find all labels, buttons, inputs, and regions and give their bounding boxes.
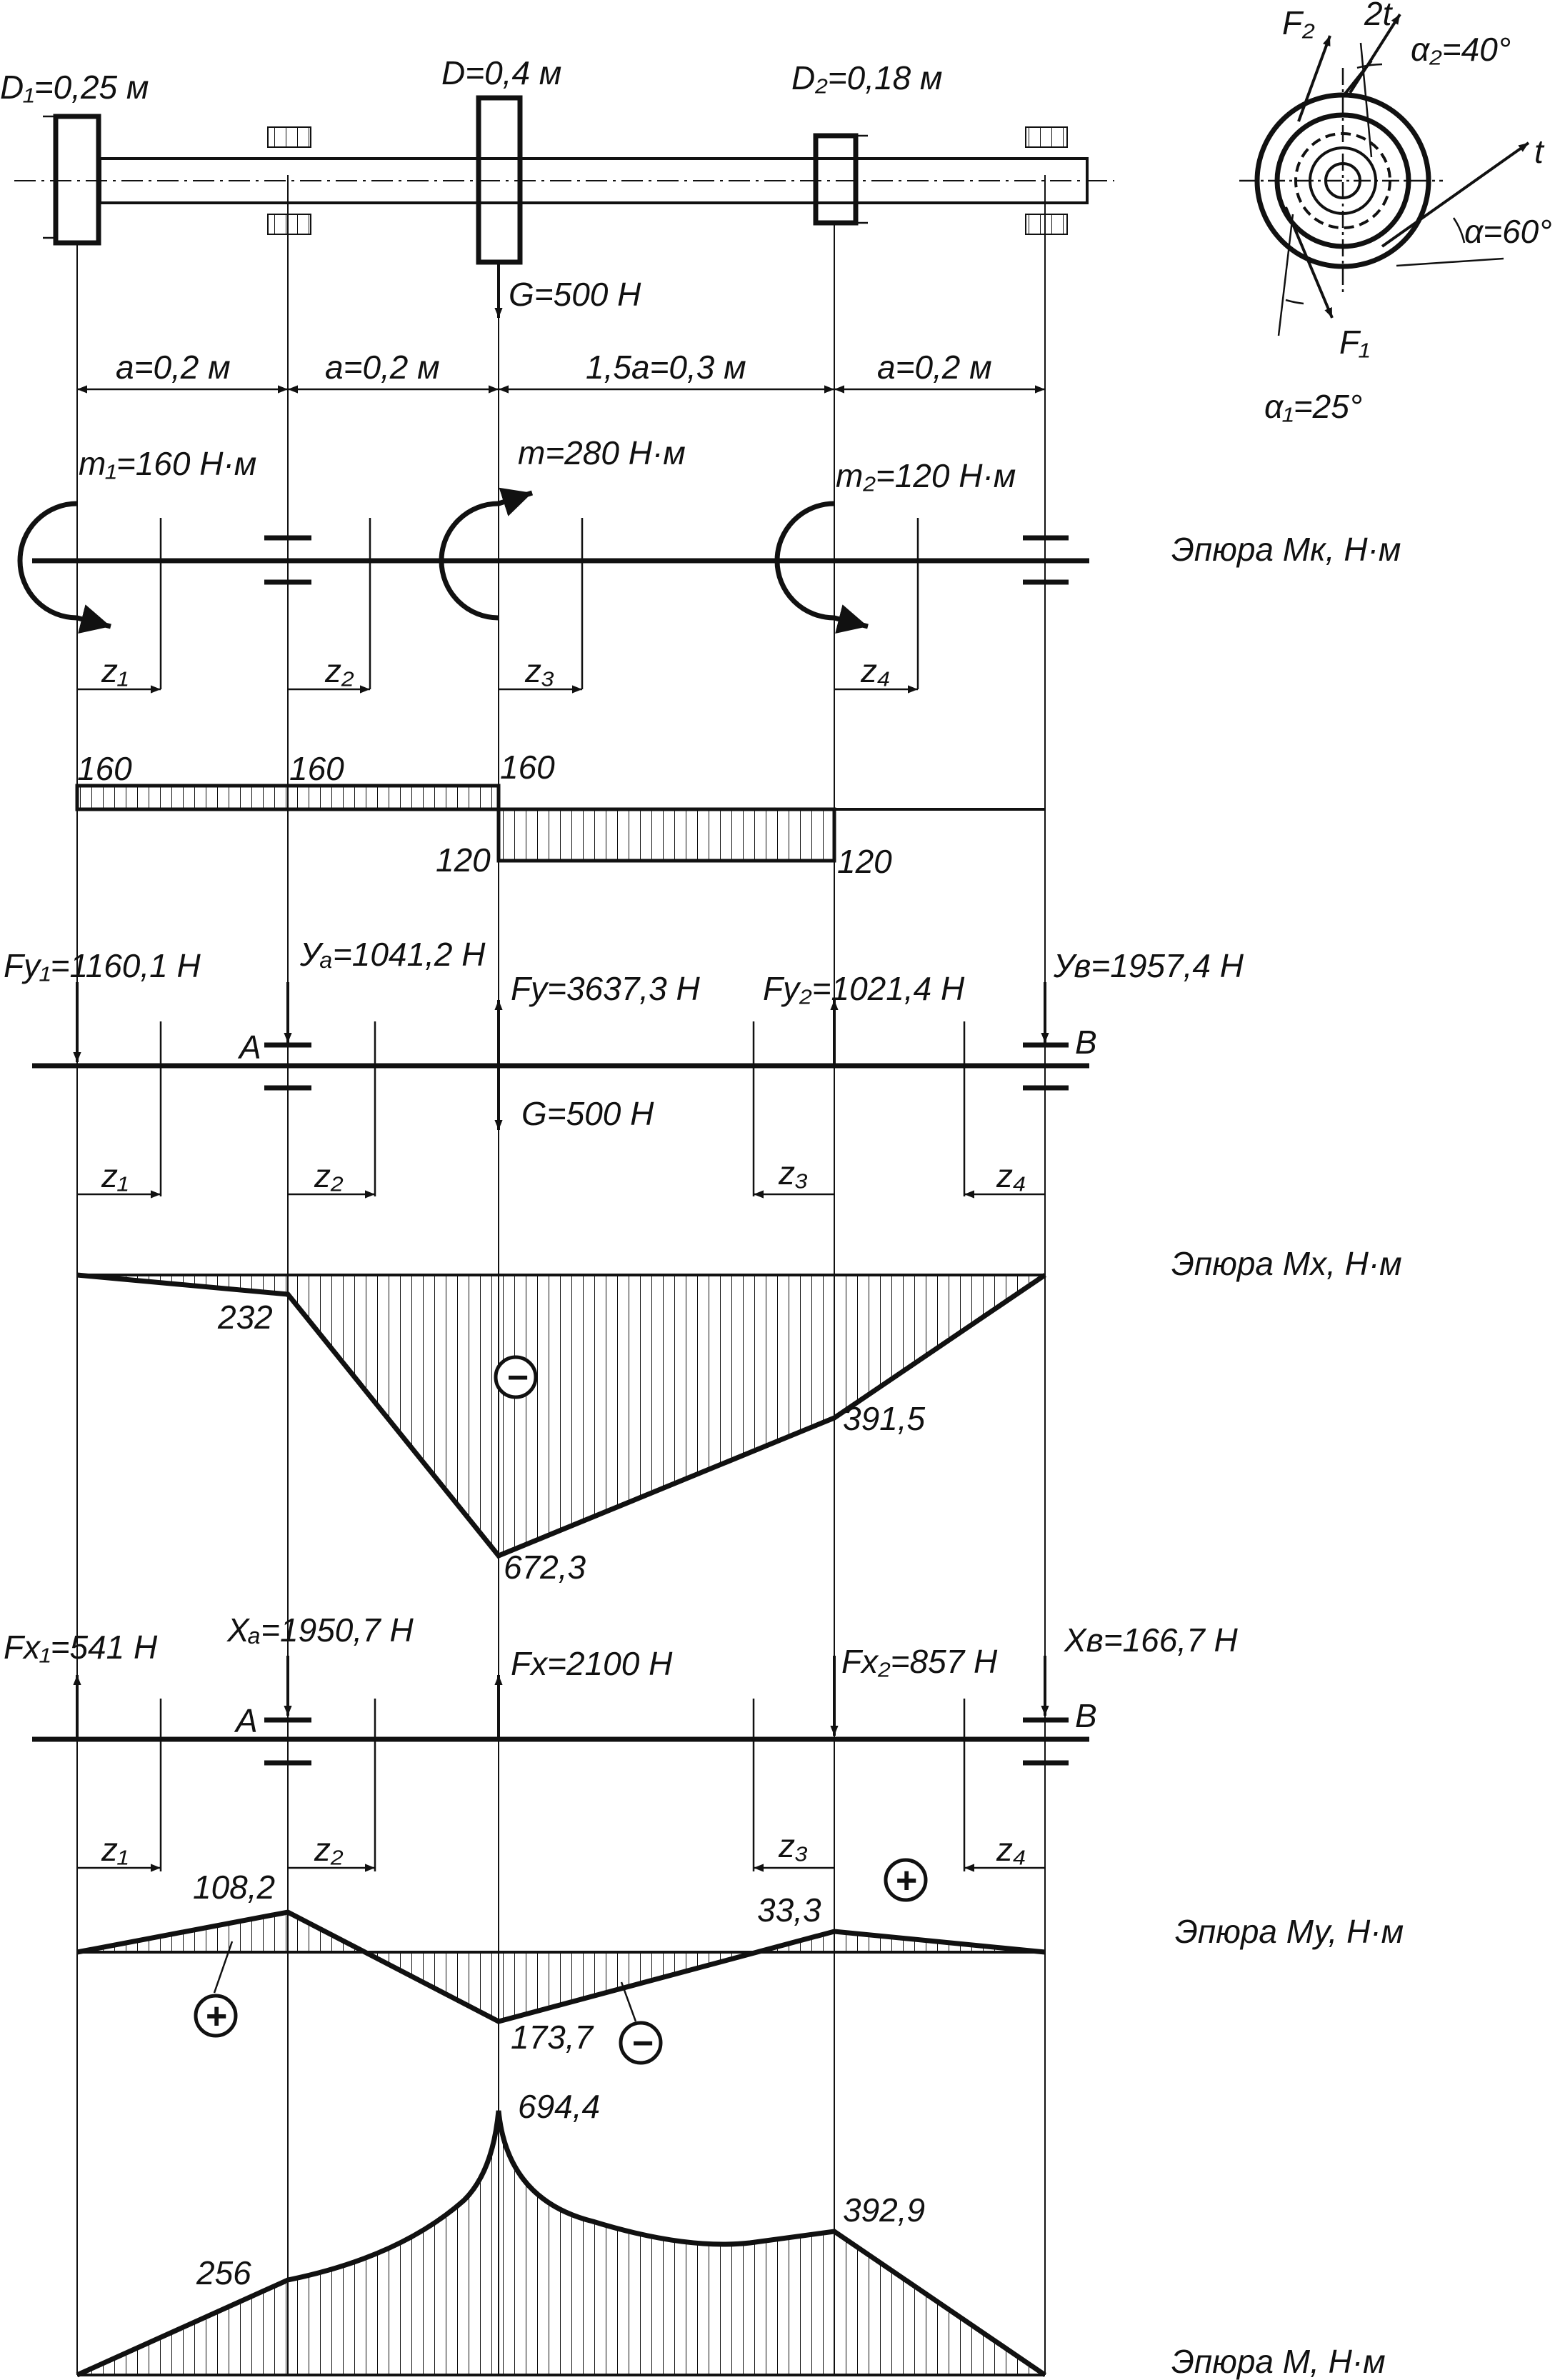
t-label: t [1534, 133, 1545, 170]
two-t-label: 2t [1364, 0, 1394, 32]
vertical-loading: Fy₁=1160,1 Н Уₐ=1041,2 Н Fy=3637,3 Н Fy₂… [4, 936, 1244, 1199]
xb-label: Xв=166,7 Н [1064, 1621, 1238, 1659]
vertical-z2: z₂ [314, 1157, 344, 1194]
m1-label: m₁=160 Н·м [79, 445, 256, 482]
gravity-label: G=500 Н [509, 276, 641, 313]
m-total-value-d: 392,9 [843, 2191, 925, 2229]
d-label: D=0,4 м [441, 54, 561, 91]
fy1-label: Fy₁=1160,1 Н [4, 947, 201, 984]
mx-curve [76, 1272, 1046, 1559]
support-b-label: B [1075, 1024, 1097, 1061]
torque-value-midleft: 160 [289, 750, 344, 787]
bearing-a-top [267, 126, 311, 148]
torque-value-neg-right: 120 [837, 843, 892, 880]
fx-label: Fx=2100 Н [511, 1645, 673, 1682]
vertical-z3: z₃ [778, 1154, 808, 1191]
m-total-title: Эпюра М, Н·м [1171, 2343, 1386, 2380]
d2-label: D₂=0,18 м [791, 59, 942, 96]
torque-loading: m₁=160 Н·м m=280 Н·м m₂=120 Н·м Эпюра Мк… [17, 434, 1401, 694]
bearing-b-top [1025, 126, 1068, 148]
shaft-drawing: D₁=0,25 м D=0,4 м D₂=0,18 м G=500 Н a=0,… [0, 54, 1114, 394]
alpha-label: α=60° [1464, 213, 1552, 250]
bearing-b-bottom [1025, 214, 1068, 235]
m-total-diagram: Эпюра М, Н·м 256 694,4 392,9 [76, 2088, 1386, 2380]
torque-positive-region [75, 784, 501, 811]
d1-label: D₁=0,25 м [0, 69, 149, 106]
torque-title: Эпюра Мк, Н·м [1171, 531, 1401, 568]
mx-value-c: 672,3 [504, 1549, 586, 1586]
vertical-z1: z₁ [101, 1157, 129, 1194]
torque-value-center: 160 [500, 749, 555, 786]
my-value-a: 108,2 [193, 1869, 275, 1906]
my-sign-minus: − [631, 2023, 653, 2064]
my-sign-plus-right: + [895, 1860, 916, 1901]
horizontal-z4: z₄ [996, 1831, 1026, 1868]
my-value-c: 173,7 [511, 2019, 594, 2056]
torque-value-neg-left: 120 [436, 841, 491, 879]
mx-value-d: 391,5 [843, 1400, 926, 1437]
fy-label: Fy=3637,3 Н [511, 970, 700, 1007]
span1-label: a=0,2 м [116, 349, 231, 386]
bearing-a-bottom [267, 214, 311, 235]
fy2-label: Fy₂=1021,4 Н [763, 970, 965, 1007]
horizontal-z3: z₃ [778, 1827, 808, 1864]
mx-diagram: Эпюра Мх, Н·м 232 672,3 391,5 − [76, 1245, 1402, 1586]
my-sign-plus-circle-left [194, 1994, 238, 2038]
alpha1-label: α₁=25° [1264, 388, 1362, 425]
span3-label: 1,5a=0,3 м [586, 349, 746, 386]
t-arrow [1381, 141, 1530, 248]
span4-label: a=0,2 м [877, 349, 992, 386]
m-arc [439, 501, 499, 621]
fx2-label: Fx₂=857 Н [841, 1643, 998, 1680]
support-b2-label: B [1075, 1697, 1097, 1734]
m2-arc [774, 501, 835, 621]
torque-diagram: 160 160 160 120 120 [75, 749, 1045, 880]
my-diagram: Эпюра Му, Н·м 108,2 173,7 33,3 + − + [76, 1858, 1404, 2065]
my-sign-minus-circle [619, 2021, 663, 2065]
torque-value-left: 160 [77, 750, 132, 787]
f2-arrow [1297, 35, 1331, 122]
pulley-d1 [53, 114, 101, 246]
m1-arc [17, 501, 78, 621]
vertical-z4: z₄ [996, 1157, 1026, 1194]
support-a2-label: A [234, 1702, 258, 1739]
torque-z4: z₄ [860, 652, 890, 689]
pulley-side-view: F₂ 2t α₂=40° t α=60° F₁ α₁=25° [1239, 0, 1552, 425]
horizontal-z1: z₁ [101, 1831, 129, 1868]
xa-label: Xₐ=1950,7 Н [226, 1611, 414, 1649]
my-curve [76, 1909, 1046, 2024]
fx1-label: Fx₁=541 Н [4, 1629, 158, 1666]
pulley-d2 [813, 133, 859, 226]
m-total-value-c: 694,4 [518, 2088, 600, 2125]
horizontal-z2: z₂ [314, 1831, 344, 1868]
support-a-label: A [237, 1029, 261, 1066]
horizontal-loading: Fx₁=541 Н Xₐ=1950,7 Н Fx=2100 Н Fx₂=857 … [4, 1611, 1238, 1872]
f1-arrow [1284, 206, 1334, 319]
torque-z1: z₁ [101, 652, 129, 689]
2t-arrow [1349, 13, 1401, 94]
mx-sign: − [506, 1357, 528, 1399]
m2-label: m₂=120 Н·м [836, 457, 1016, 494]
f2-label: F₂ [1282, 4, 1315, 41]
f1-label: F₁ [1339, 324, 1370, 361]
ya-label: Уₐ=1041,2 Н [299, 936, 486, 973]
m-label: m=280 Н·м [518, 434, 686, 471]
mx-sign-circle [494, 1355, 538, 1399]
g-label: G=500 Н [521, 1095, 654, 1132]
m-total-value-a: 256 [196, 2254, 251, 2291]
m-total-curve [76, 2110, 1046, 2378]
torque-z3: z₃ [524, 652, 554, 689]
yb-label: Ув=1957,4 Н [1053, 947, 1244, 984]
my-title: Эпюра Му, Н·м [1175, 1913, 1404, 1950]
span2-label: a=0,2 м [325, 349, 440, 386]
my-value-d: 33,3 [757, 1891, 821, 1929]
torque-negative-region [496, 807, 836, 863]
mx-title: Эпюра Мх, Н·м [1171, 1245, 1402, 1282]
mx-value-a: 232 [217, 1299, 273, 1336]
torque-z2: z₂ [324, 652, 354, 689]
my-sign-plus-left: + [205, 1996, 226, 2037]
my-sign-plus-circle-right [884, 1858, 928, 1902]
alpha2-label: α₂=40° [1411, 31, 1511, 68]
